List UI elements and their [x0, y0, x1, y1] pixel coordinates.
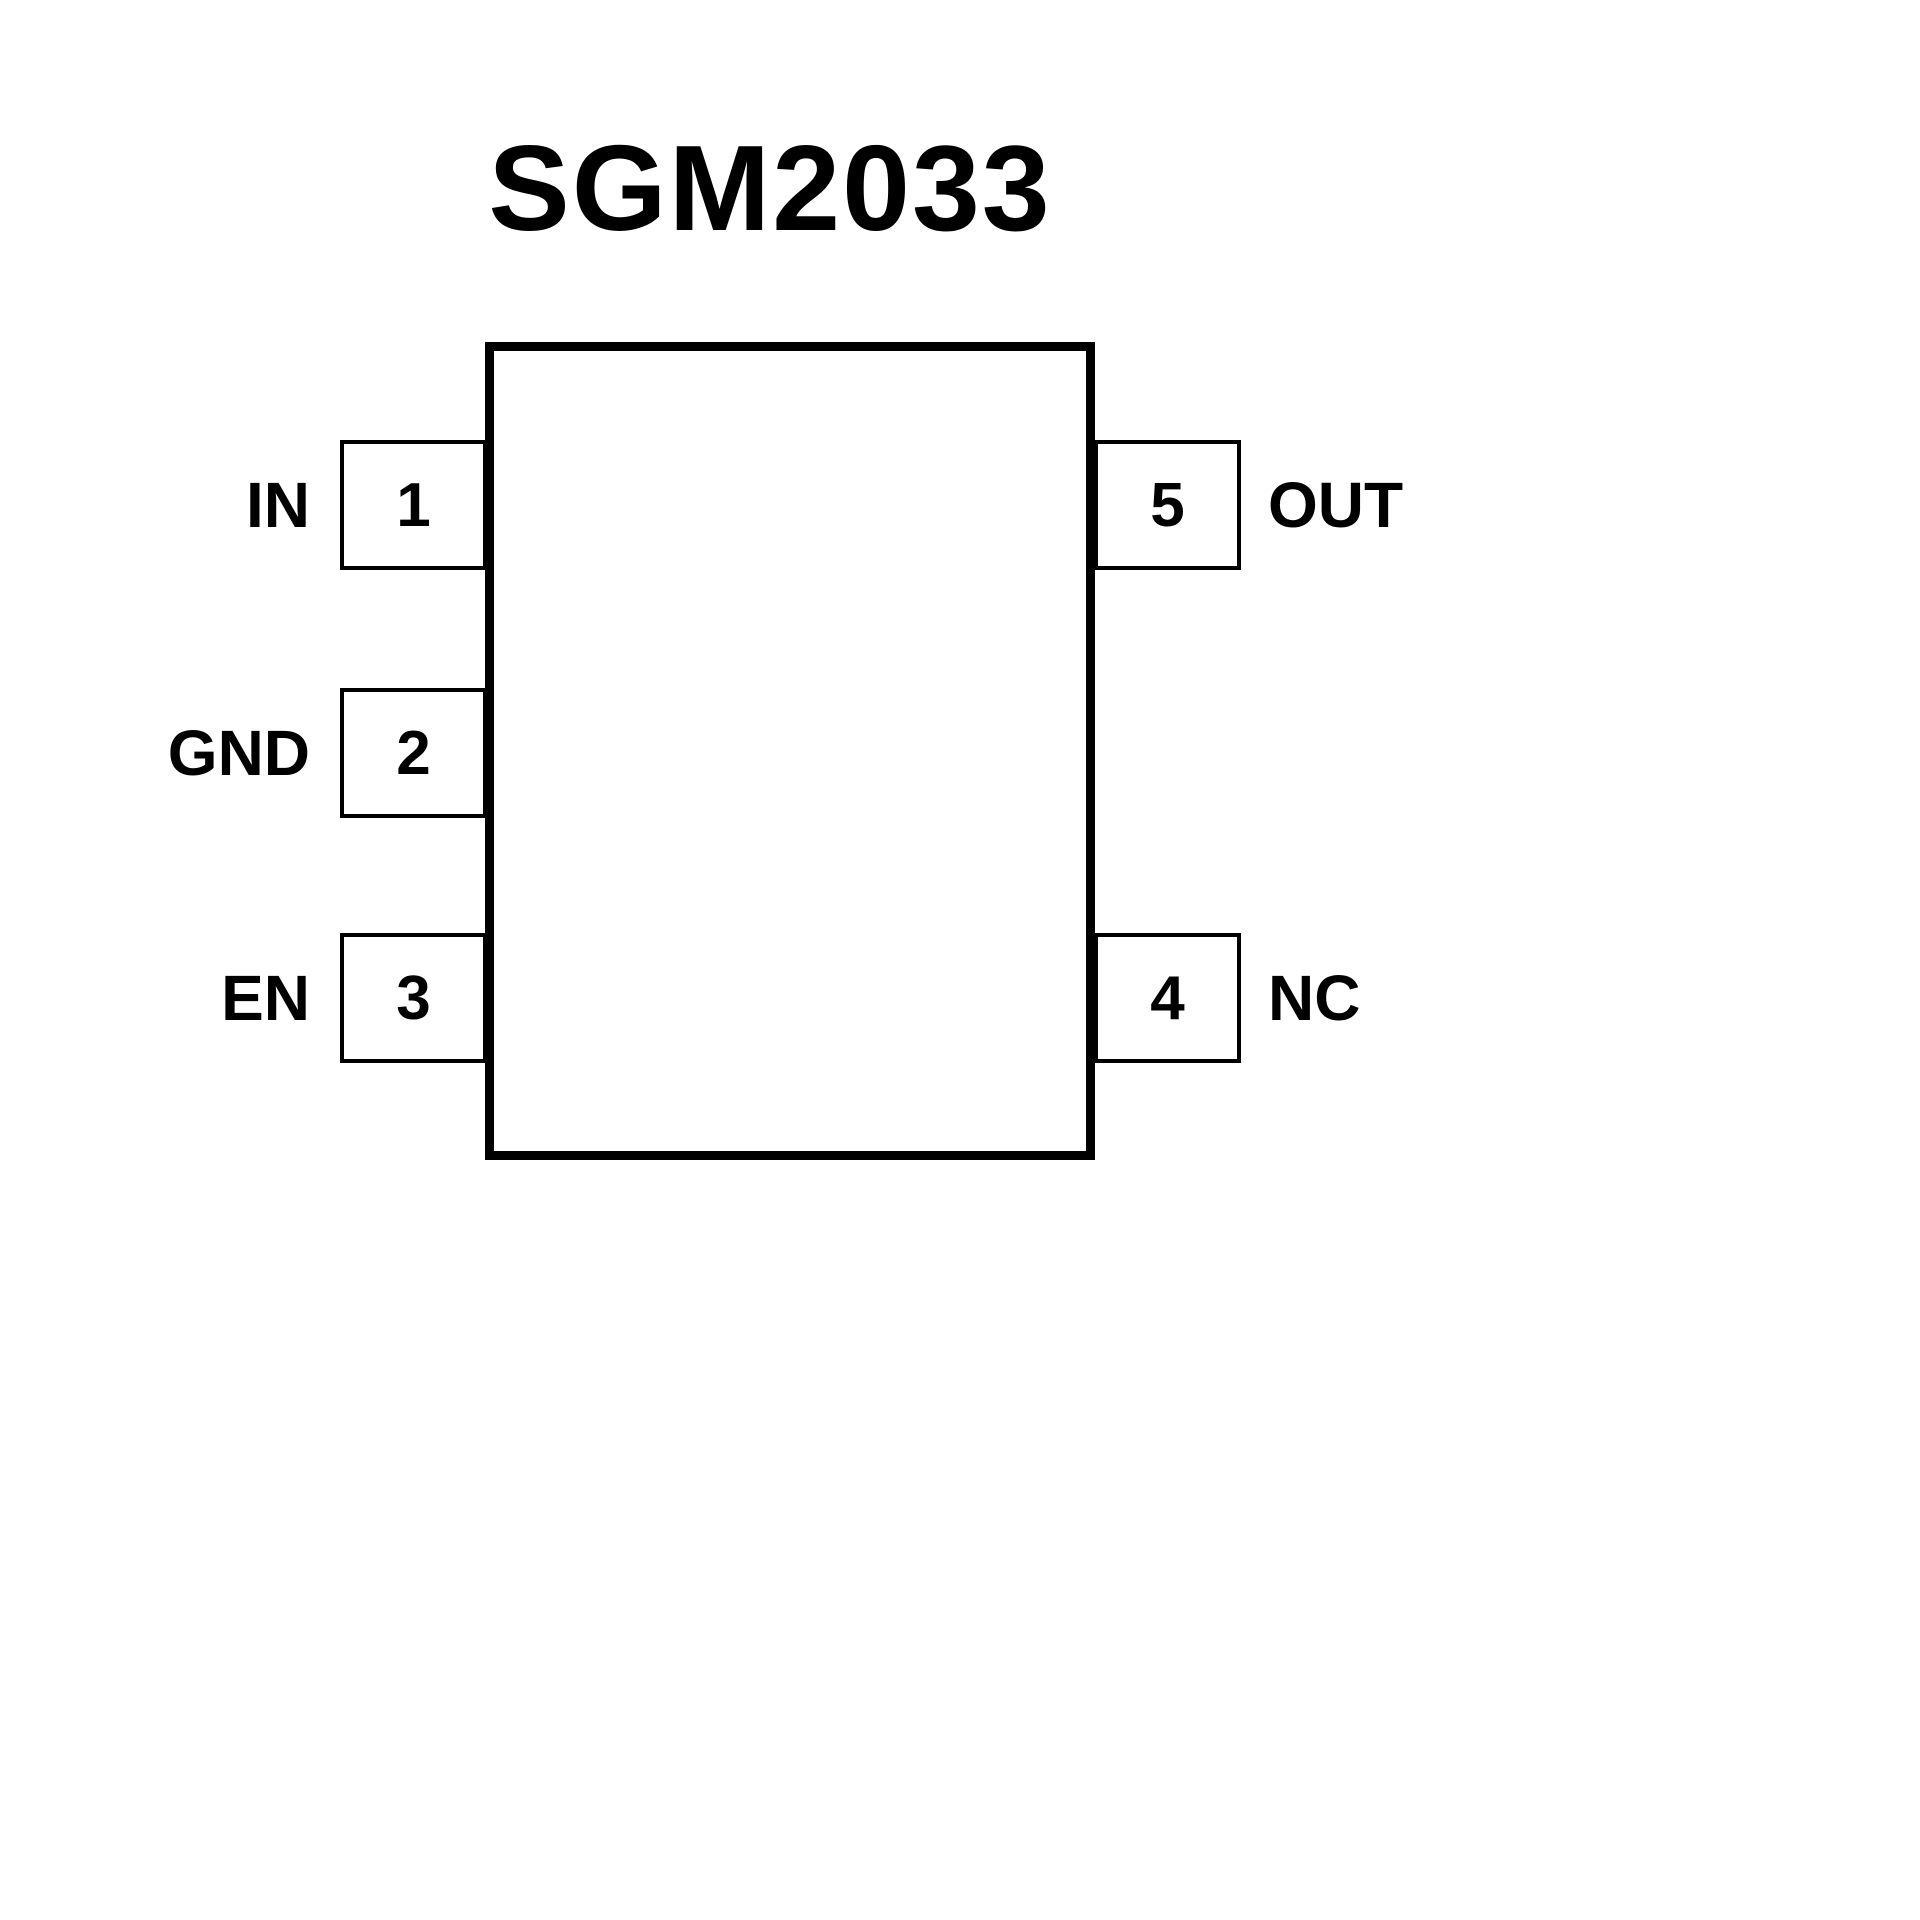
pin-1-box: 1	[340, 440, 487, 570]
pin-1-label: IN	[246, 469, 310, 541]
pin-3-label: EN	[221, 962, 310, 1034]
pin-4-box: 4	[1094, 933, 1241, 1063]
ic-body	[485, 342, 1095, 1160]
pin-3-number: 3	[396, 963, 431, 1033]
pin-5-label: OUT	[1268, 469, 1404, 541]
pin-4-label: NC	[1268, 962, 1361, 1034]
pin-2-label: GND	[167, 717, 310, 789]
pin-3-box: 3	[340, 933, 487, 1063]
pin-4-number: 4	[1150, 963, 1185, 1033]
pin-5-box: 5	[1094, 440, 1241, 570]
pin-5-number: 5	[1150, 470, 1185, 540]
pin-1-number: 1	[396, 470, 431, 540]
pin-2-box: 2	[340, 688, 487, 818]
chip-title: SGM2033	[488, 120, 1052, 256]
pin-2-number: 2	[396, 718, 431, 788]
